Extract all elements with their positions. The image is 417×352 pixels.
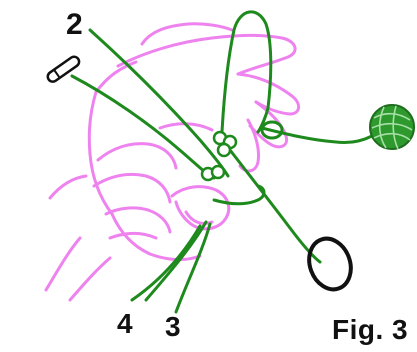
thread-strands <box>72 12 372 312</box>
hand-outline <box>46 24 299 300</box>
strand-3-label: 3 <box>165 311 181 343</box>
dangling-loop <box>302 233 357 296</box>
yarn-ball-icon <box>370 105 414 149</box>
strand-4-label: 4 <box>117 308 133 340</box>
strand-2-label: 2 <box>66 8 83 42</box>
knot-icon <box>202 132 236 180</box>
figure-caption: Fig. 3 <box>332 314 408 346</box>
